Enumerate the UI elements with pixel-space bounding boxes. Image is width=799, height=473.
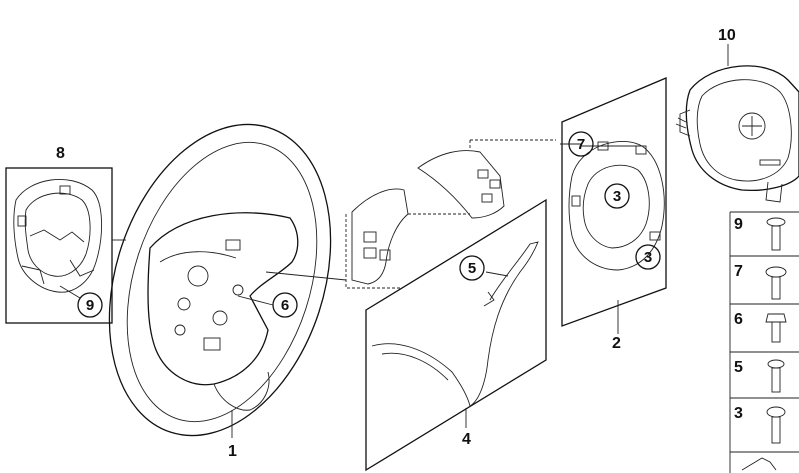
callout-8: 8 xyxy=(56,145,65,162)
svg-text:5: 5 xyxy=(468,260,476,277)
callout-10: 10 xyxy=(718,27,736,44)
callout-6: 6 xyxy=(272,292,298,318)
svg-text:9: 9 xyxy=(86,297,94,314)
arrow-icon xyxy=(741,457,777,471)
part-2-panel xyxy=(560,77,667,334)
callout-7: 7 xyxy=(568,131,594,157)
part-4-panel xyxy=(365,198,547,472)
callout-4: 4 xyxy=(462,431,471,448)
callout-2: 2 xyxy=(612,335,621,352)
legend-label-9: 9 xyxy=(734,216,743,233)
screw-icon xyxy=(765,266,787,300)
svg-text:7: 7 xyxy=(577,136,585,153)
svg-text:6: 6 xyxy=(281,297,289,314)
steering-wheel xyxy=(108,123,347,437)
legend-label-6: 6 xyxy=(734,311,743,328)
screw-legend: 9 7 6 5 3 xyxy=(729,211,799,473)
callout-5: 5 xyxy=(459,255,485,281)
callout-9: 9 xyxy=(77,292,103,318)
legend-label-3: 3 xyxy=(734,405,743,422)
multifunction-switches xyxy=(345,139,556,289)
callout-1: 1 xyxy=(228,443,237,460)
screw-icon xyxy=(766,217,786,251)
screw-icon xyxy=(765,313,787,343)
svg-text:3: 3 xyxy=(644,249,652,266)
legend-label-5: 5 xyxy=(734,359,743,376)
legend-label-7: 7 xyxy=(734,263,743,280)
airbag-module xyxy=(675,44,799,203)
callout-3a: 3 xyxy=(604,183,630,209)
part-8-panel xyxy=(5,167,126,324)
screw-icon xyxy=(766,406,786,444)
screw-icon xyxy=(767,359,785,393)
svg-text:3: 3 xyxy=(613,188,621,205)
callout-3b: 3 xyxy=(635,244,661,270)
